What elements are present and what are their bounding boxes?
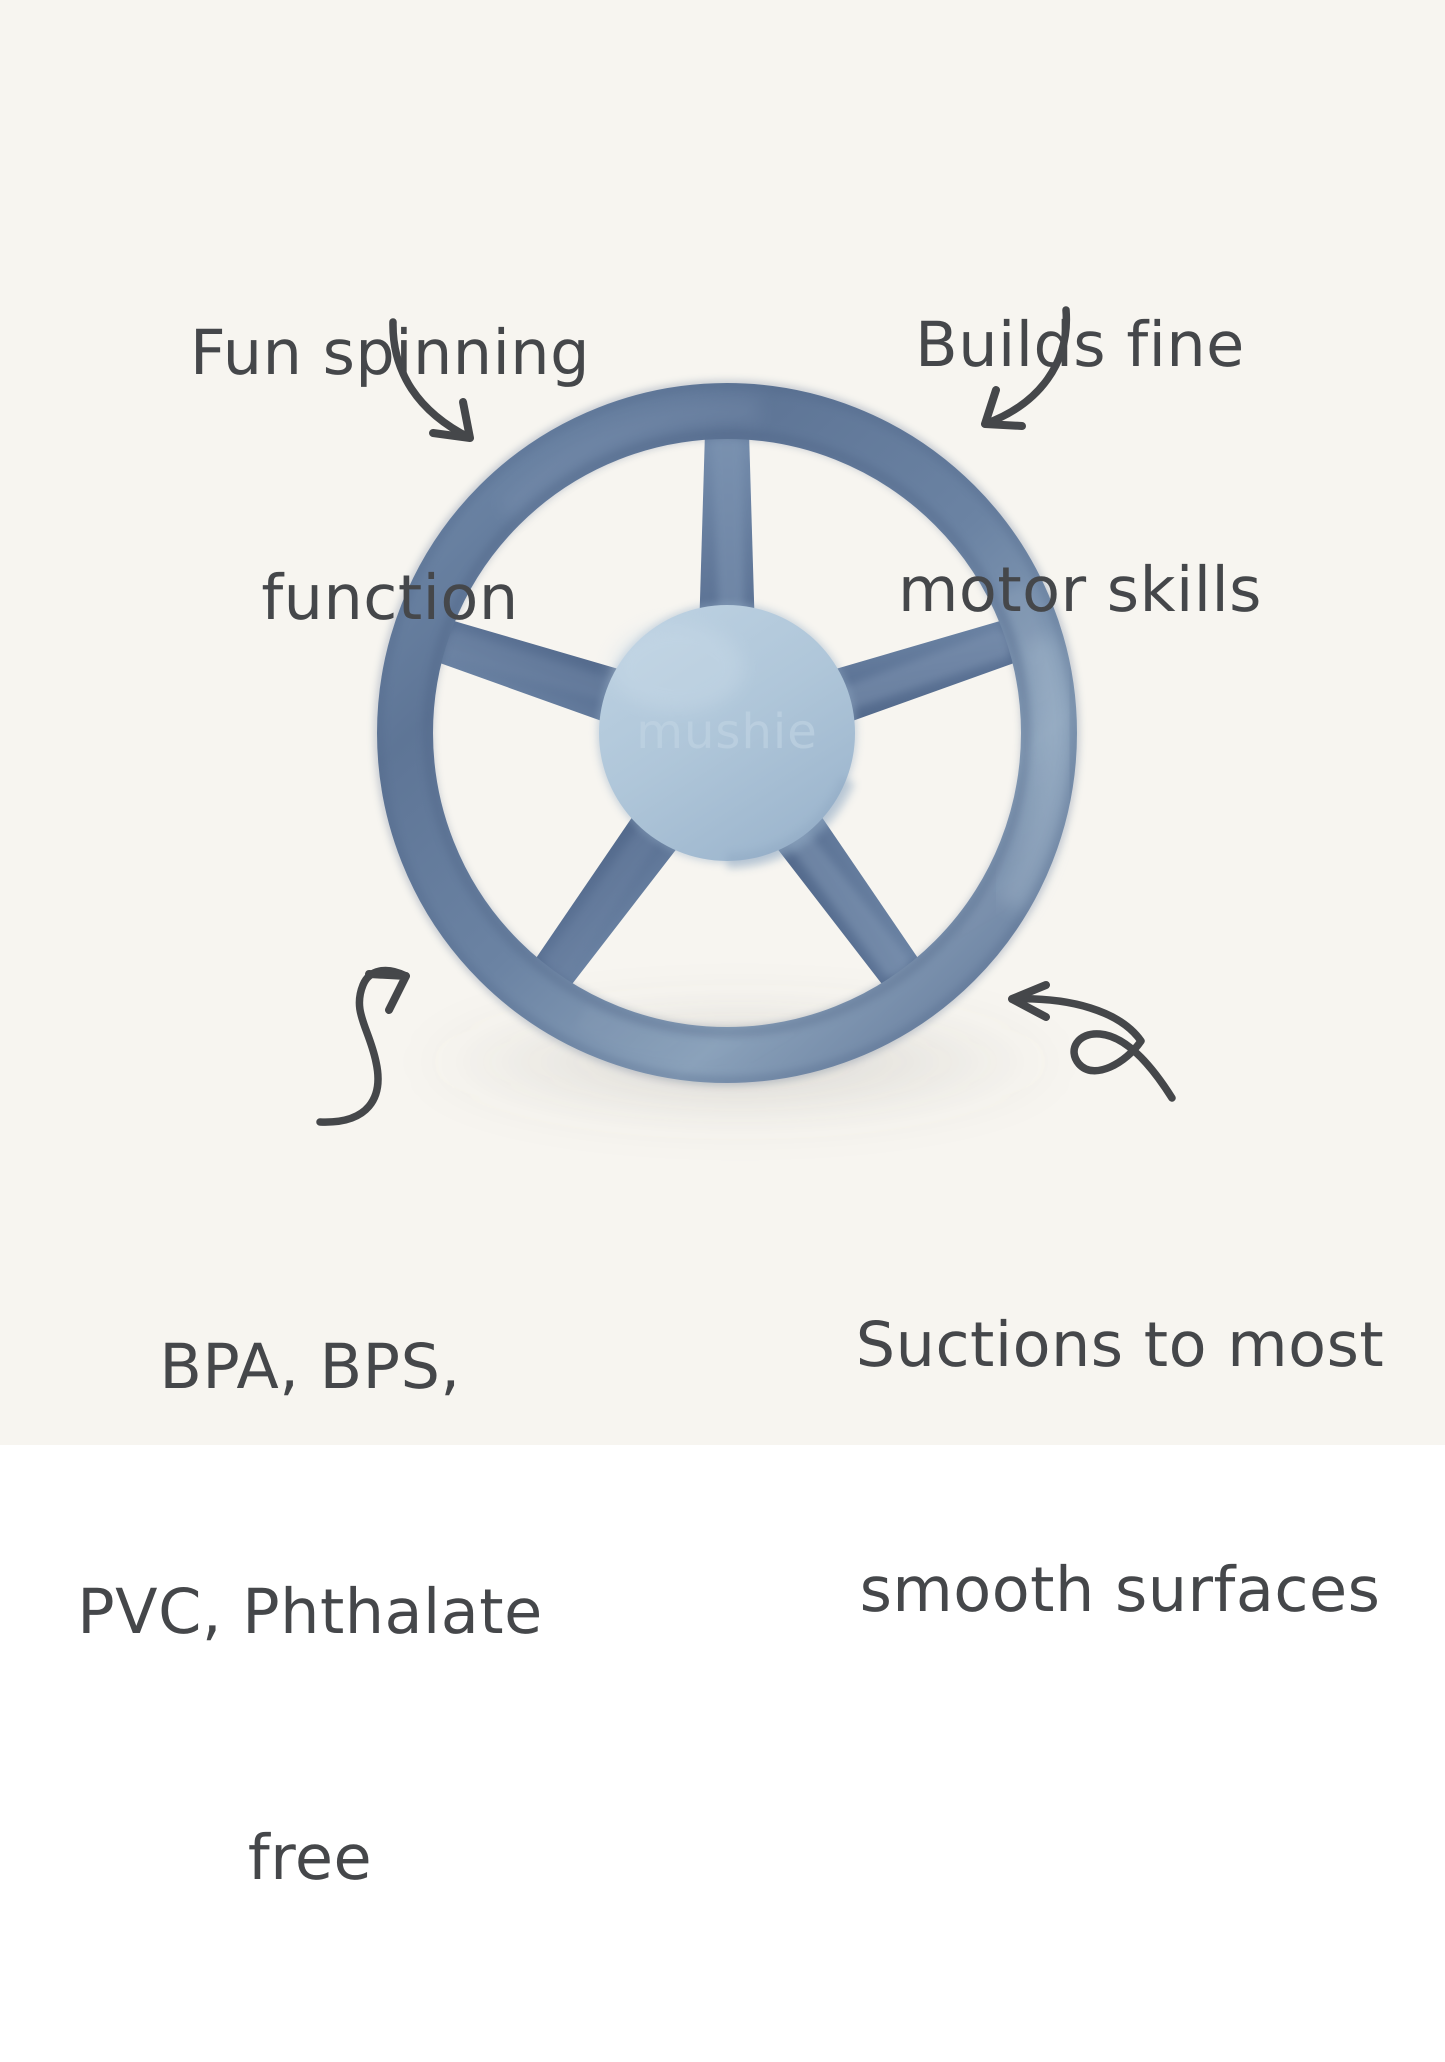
- callout-line: Builds fine: [915, 307, 1245, 381]
- infographic-canvas: mushie: [0, 0, 1445, 1894]
- callout-line: motor skills: [898, 553, 1262, 627]
- arrow-to-motor-skills-icon: [981, 306, 1071, 430]
- callout-line: function: [261, 561, 519, 635]
- callout-builds-fine-motor-skills: Builds fine motor skills: [845, 140, 1315, 795]
- callout-line: smooth surfaces: [859, 1553, 1381, 1627]
- callout-line: Fun spinning: [190, 315, 590, 389]
- callout-line: PVC, Phthalate: [77, 1575, 543, 1649]
- callout-line: Suctions to most: [855, 1307, 1385, 1381]
- callout-line: BPA, BPS,: [159, 1329, 461, 1403]
- arrow-to-spinning-function-icon: [389, 318, 474, 442]
- callout-suctions-to-most-smooth-surfaces: Suctions to most smooth surfaces: [830, 1140, 1410, 1795]
- callout-fun-spinning-function: Fun spinning function: [110, 148, 670, 803]
- annotation-arrows: [316, 306, 1176, 1126]
- arrow-to-suction-icon: [1008, 981, 1176, 1102]
- callout-bpa-bps-pvc-phthalate-free: BPA, BPS, PVC, Phthalate free: [40, 1162, 580, 2062]
- callout-line: free: [247, 1820, 373, 1894]
- arrow-to-material-free-icon: [316, 966, 410, 1126]
